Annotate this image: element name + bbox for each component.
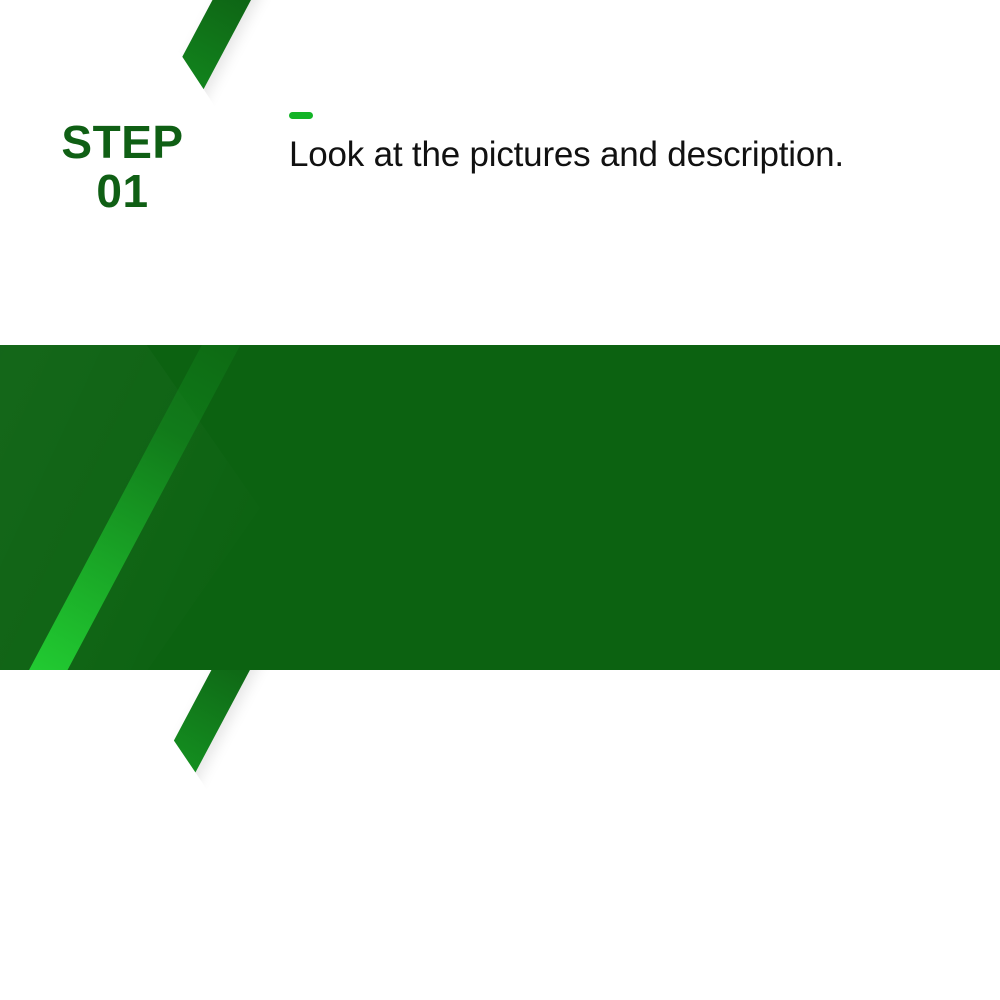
chevron-card-03 [0,688,260,1000]
step-body-01: Look at the pictures and description. [289,112,969,177]
step-word-01: STEP [61,116,184,168]
step-text-01: Look at the pictures and description. [289,135,844,174]
step-row-02: STEP 02 Match part numbers provided. [0,345,1000,670]
chevron-card-02 [0,345,260,670]
step-label-01: STEP 01 [0,118,245,216]
step-row-03: STEP 03 Confirm condition and fitment BE… [0,670,1000,1000]
diagonal-stripe-icon [12,345,269,670]
step-row-01: STEP 01 Look at the pictures and descrip… [0,0,1000,345]
step-number-01: 01 [96,164,149,217]
dash-marker-icon [289,112,313,119]
